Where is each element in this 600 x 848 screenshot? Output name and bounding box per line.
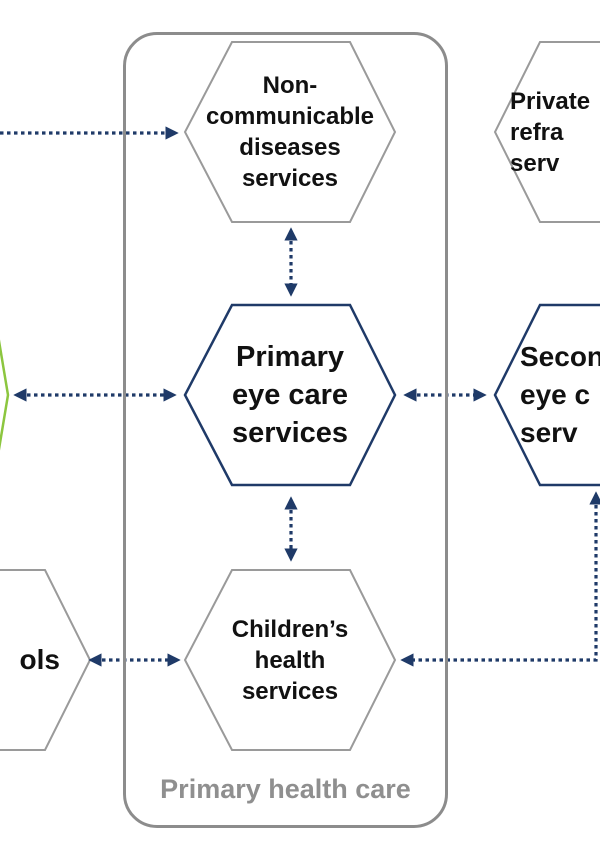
primary-eye-care-label: Primary eye care services xyxy=(231,341,349,449)
green-hexagon-edge xyxy=(0,339,10,451)
primary-eye-care-hexagon xyxy=(183,303,397,487)
ncd-hexagon xyxy=(183,41,397,223)
ncd-services-label: Non- communicable diseases services xyxy=(205,72,375,192)
primary-health-care-container xyxy=(123,32,448,828)
childrens-health-label: Children’s health services xyxy=(231,615,349,705)
secondary-eye-care-label: Secon eye c serv xyxy=(520,341,600,448)
childrens-health-hexagon xyxy=(183,569,397,751)
secondary-eye-care-hexagon xyxy=(493,303,600,487)
schools-label: ols xyxy=(19,644,60,675)
primary-health-care-label: Primary health care xyxy=(160,774,411,804)
private-refraction-label: Private refra serv xyxy=(510,87,591,177)
schools-hexagon xyxy=(0,569,92,751)
secondary-to-children-arrow xyxy=(400,491,600,667)
private-refraction-hexagon xyxy=(493,41,600,223)
